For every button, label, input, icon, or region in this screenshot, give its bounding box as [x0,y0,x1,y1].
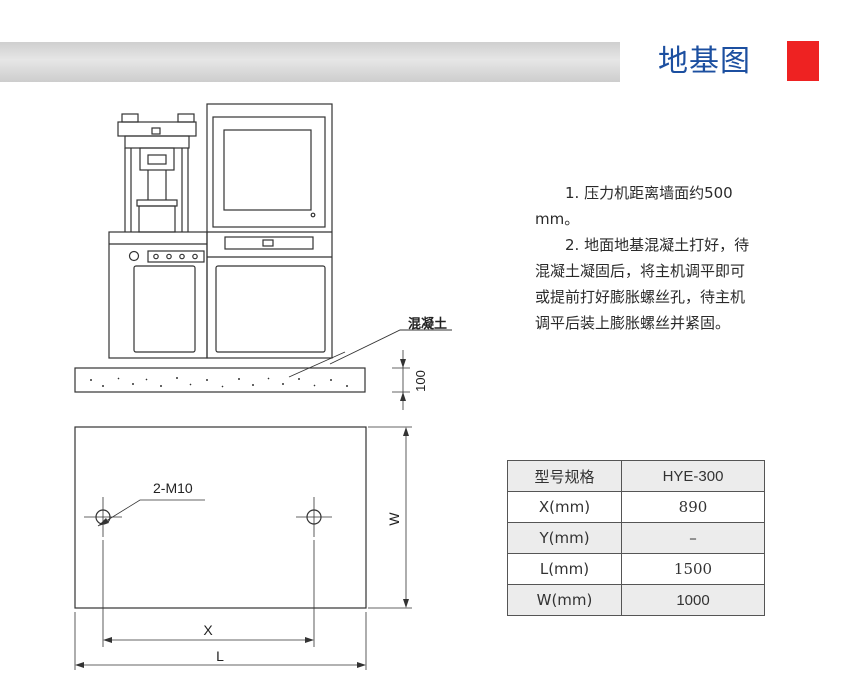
foundation-plan [74,426,367,609]
spec-value: – [621,522,765,554]
bolt-hole-right [296,497,332,537]
page-title: 地基图 [658,44,751,79]
concrete-hatch [90,377,348,388]
spec-value: HYE-300 [621,460,765,492]
table-row: 型号规格 HYE-300 [507,460,765,492]
accent-square [787,41,819,81]
concrete-slab [74,367,366,393]
spec-label: X(mm) [507,491,622,523]
material-label: 混凝土 [408,316,447,331]
spec-label: Y(mm) [507,522,622,554]
spec-value: 890 [621,491,765,523]
control-cabinet [206,103,333,359]
note-1: 1. 压力机距离墙面约500 mm。 [535,184,733,228]
spec-table: 型号规格 HYE-300 X(mm) 890 Y(mm) – L(mm) 150… [507,460,765,616]
table-row: X(mm) 890 [507,491,765,523]
table-row: Y(mm) – [507,522,765,554]
header-bar [0,42,620,82]
thickness-label: 100 [413,370,428,392]
installation-notes: 1. 压力机距离墙面约500 mm。 2. 地面地基混凝土打好，待混凝土凝固后，… [535,180,750,336]
table-row: W(mm) 1000 [507,584,765,616]
spec-label: L(mm) [507,553,622,585]
dim-w-label: W [386,512,402,526]
bolt-label: 2-M10 [153,480,193,496]
spec-label: W(mm) [507,584,622,616]
bolt-hole-left [84,497,122,537]
note-2: 2. 地面地基混凝土打好，待混凝土凝固后，将主机调平即可或提前打好膨胀螺丝孔，待… [535,236,750,332]
table-row: L(mm) 1500 [507,553,765,585]
spec-value: 1500 [621,553,765,585]
spec-value: 1000 [621,584,765,616]
spec-label: 型号规格 [507,460,622,492]
press-frame [108,113,208,359]
dim-l-label: L [216,648,224,664]
dim-x-label: X [203,622,213,638]
